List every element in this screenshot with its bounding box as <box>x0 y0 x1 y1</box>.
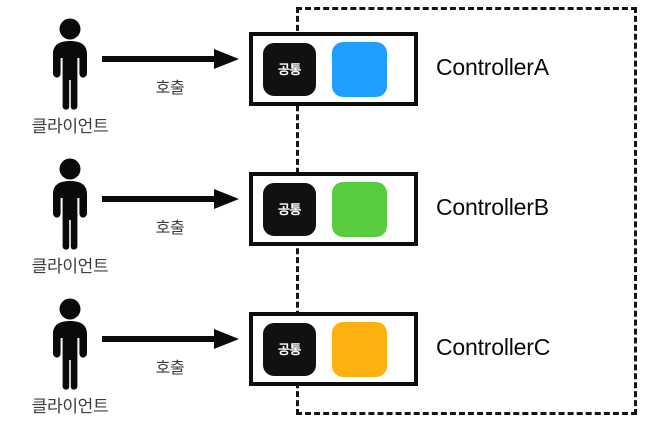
common-chip-label: 공통 <box>278 61 301 77</box>
client-label: 클라이언트 <box>31 397 109 416</box>
diagram-row: 클라이언트 호출 공통 ControllerA <box>0 0 649 140</box>
client-label: 클라이언트 <box>31 257 109 276</box>
diagram-row: 클라이언트 호출 공통 ControllerB <box>0 140 649 280</box>
controller-name: ControllerA <box>436 54 549 80</box>
person-icon <box>53 158 87 250</box>
call-label: 호출 <box>155 80 185 97</box>
person-icon <box>53 298 87 390</box>
controller-module[interactable]: 공통 <box>249 312 418 386</box>
common-chip-label: 공통 <box>278 201 301 217</box>
controller-module[interactable]: 공통 <box>249 172 418 246</box>
common-chip: 공통 <box>263 322 316 376</box>
arrow-right-icon <box>102 189 239 209</box>
person-icon <box>53 18 87 110</box>
call-arrow-group: 호출 <box>100 188 245 252</box>
client-group: 클라이언트 <box>10 158 130 277</box>
arrow-right-icon <box>102 329 239 349</box>
arrow-right-icon <box>102 49 239 69</box>
call-arrow-group: 호출 <box>100 328 245 392</box>
call-label: 호출 <box>155 360 185 377</box>
client-label: 클라이언트 <box>31 117 109 136</box>
common-chip: 공통 <box>263 42 316 96</box>
call-arrow-group: 호출 <box>100 48 245 112</box>
controller-color-chip <box>332 41 387 97</box>
controller-color-chip <box>332 181 387 237</box>
client-group: 클라이언트 <box>10 298 130 417</box>
controller-module[interactable]: 공통 <box>249 32 418 106</box>
controller-color-chip <box>332 321 387 377</box>
controller-name: ControllerC <box>436 334 551 360</box>
common-chip: 공통 <box>263 182 316 236</box>
common-chip-label: 공통 <box>278 341 301 357</box>
controller-name: ControllerB <box>436 194 549 220</box>
client-group: 클라이언트 <box>10 18 130 137</box>
call-label: 호출 <box>155 220 185 237</box>
diagram-row: 클라이언트 호출 공통 ControllerC <box>0 280 649 420</box>
